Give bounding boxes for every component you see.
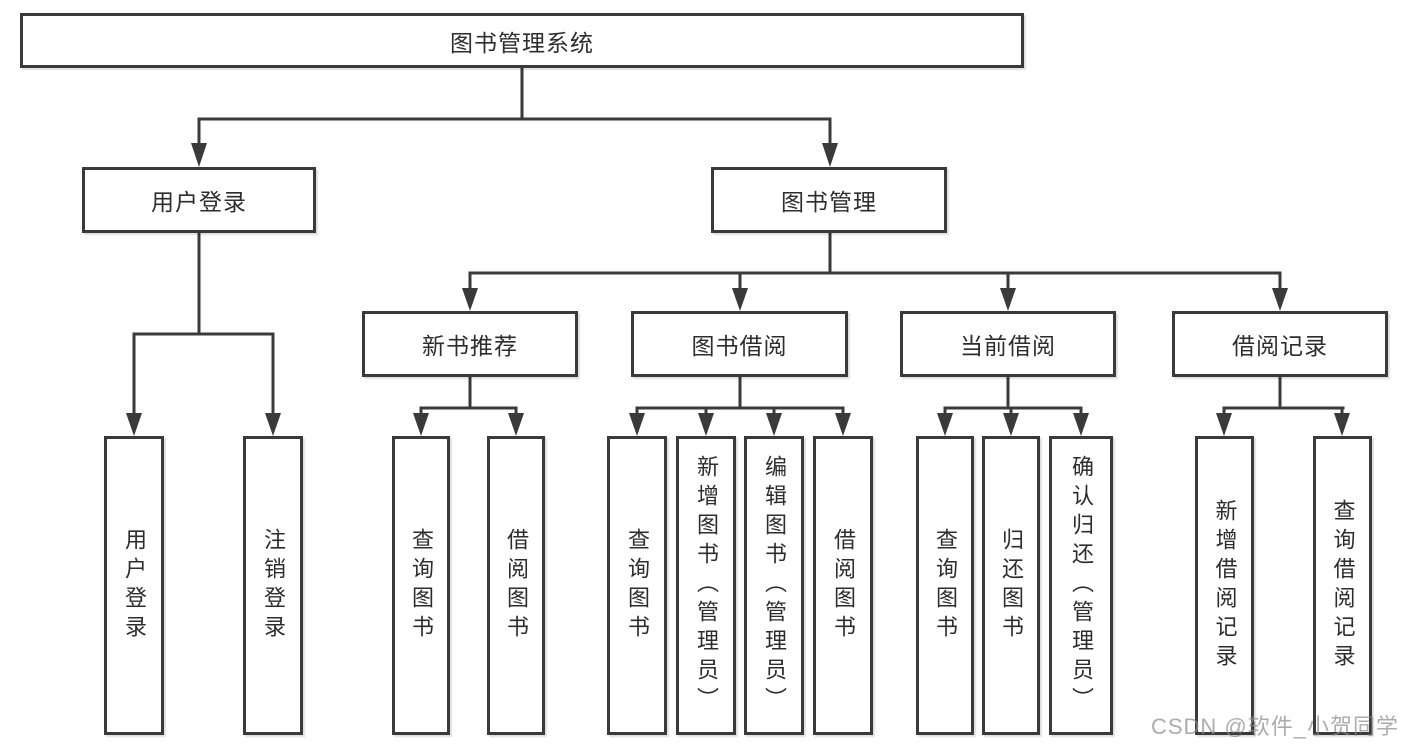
node-label: 查询图书 [625, 527, 650, 644]
leaf-confirm-return-admin: 确认归还（管理员） [1049, 436, 1113, 735]
leaf-query-books-recommendation: 查询图书 [392, 436, 450, 735]
node-label: 用户登录 [151, 189, 247, 215]
node-label: 借阅图书 [504, 527, 529, 644]
node-library-management-system: 图书管理系统 [20, 13, 1024, 68]
node-label: 查询图书 [933, 527, 958, 644]
leaf-user-login: 用户登录 [104, 436, 164, 735]
leaf-query-books-borrowing: 查询图书 [607, 436, 667, 735]
leaf-add-borrow-record: 新增借阅记录 [1195, 436, 1254, 735]
leaf-query-books-current: 查询图书 [916, 436, 974, 735]
node-user-login: 用户登录 [82, 167, 316, 233]
node-book-management: 图书管理 [711, 167, 947, 233]
leaf-logout: 注销登录 [243, 436, 303, 735]
node-label: 注销登录 [261, 527, 286, 644]
csdn-watermark: CSDN @软件_小贺同学 [1150, 714, 1399, 739]
node-label: 查询借阅记录 [1330, 498, 1356, 673]
node-new-book-recommendation: 新书推荐 [362, 311, 578, 377]
node-label: 新增借阅记录 [1212, 498, 1238, 673]
leaf-edit-book-admin: 编辑图书（管理员） [744, 436, 804, 735]
node-label: 查询图书 [409, 527, 434, 644]
node-label: 归还图书 [999, 527, 1024, 644]
node-label: 确认归还（管理员） [1069, 455, 1094, 716]
node-label: 新书推荐 [422, 333, 518, 359]
leaf-borrow-books-recommendation: 借阅图书 [487, 436, 545, 735]
node-label: 借阅图书 [831, 527, 856, 644]
node-label: 图书借阅 [691, 333, 788, 359]
node-label: 用户登录 [122, 527, 147, 644]
leaf-borrow-books-borrowing: 借阅图书 [813, 436, 873, 735]
node-current-borrowing: 当前借阅 [900, 311, 1116, 377]
node-borrowing-records: 借阅记录 [1172, 311, 1388, 377]
node-label: 图书管理 [781, 189, 877, 215]
node-label: 借阅记录 [1232, 333, 1328, 359]
leaf-add-book-admin: 新增图书（管理员） [676, 436, 736, 735]
node-label: 新增图书（管理员） [694, 455, 719, 716]
node-label: 图书管理系统 [450, 29, 594, 56]
node-label: 编辑图书（管理员） [762, 455, 787, 716]
node-book-borrowing: 图书借阅 [631, 311, 848, 377]
leaf-return-books: 归还图书 [982, 436, 1040, 735]
node-label: 当前借阅 [960, 333, 1056, 359]
leaf-query-borrow-record: 查询借阅记录 [1313, 436, 1372, 735]
